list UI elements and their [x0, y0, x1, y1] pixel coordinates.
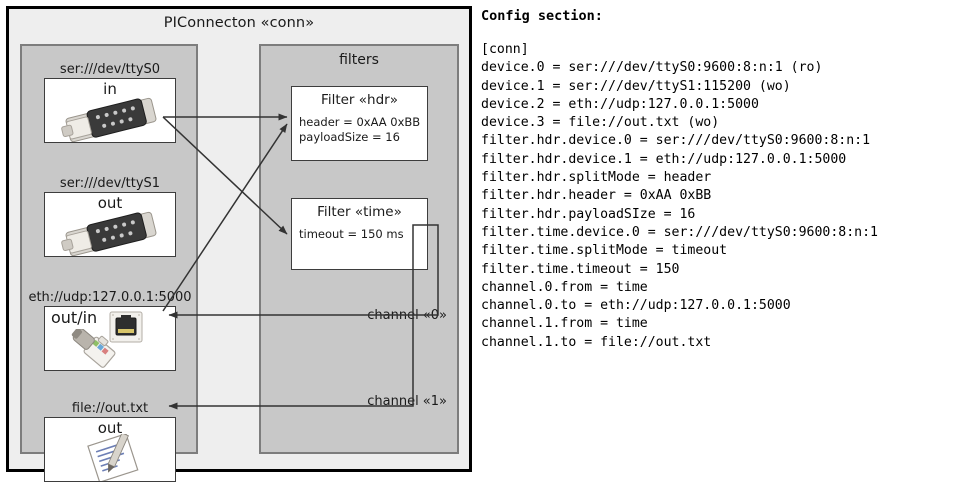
device-label: ser:///dev/ttyS0: [59, 62, 161, 77]
filter-title: Filter «hdr»: [321, 92, 398, 108]
device-label: file://out.txt: [71, 401, 149, 416]
filter-attribute: payloadSize = 16: [299, 130, 400, 144]
channel-1-label: channel «1»: [367, 394, 447, 409]
config-text: [conn] device.0 = ser:///dev/ttyS0:9600:…: [481, 42, 878, 350]
device-box[interactable]: in: [44, 78, 176, 143]
device-direction-label: in: [103, 80, 117, 98]
text-file-icon: [85, 432, 147, 481]
filter-attribute: timeout = 150 ms: [299, 227, 404, 241]
device-box[interactable]: out: [44, 417, 176, 482]
serial-port-icon: [59, 211, 163, 256]
filters-group: filters Filter «hdr» header = 0xAA 0xBB …: [259, 44, 459, 454]
filters-group-title: filters: [339, 52, 379, 68]
device-direction-label: out/in: [51, 308, 98, 327]
filter-card-hdr[interactable]: Filter «hdr» header = 0xAA 0xBB payloadS…: [291, 86, 428, 161]
config-panel: Config section: [conn] device.0 = ser://…: [481, 8, 959, 352]
device-card-file[interactable]: file://out.txt out: [44, 401, 176, 482]
filter-card-time[interactable]: Filter «time» timeout = 150 ms: [291, 198, 428, 270]
channel-0-label: channel «0»: [367, 308, 447, 323]
filter-title: Filter «time»: [317, 204, 402, 220]
device-card-ethernet[interactable]: eth://udp:127.0.0.1:5000 out/in: [28, 290, 192, 371]
device-box[interactable]: out: [44, 192, 176, 257]
serial-port-icon: [59, 97, 163, 142]
filter-attribute: header = 0xAA 0xBB: [299, 115, 421, 129]
device-label: ser:///dev/ttyS1: [59, 176, 161, 191]
device-direction-label: out: [97, 194, 123, 212]
diagram-title: PIConnecton «conn»: [163, 15, 315, 31]
device-box[interactable]: out/in: [44, 306, 176, 371]
device-label: eth://udp:127.0.0.1:5000: [28, 290, 192, 305]
devices-group: ser:///dev/ttyS0 in: [20, 44, 198, 482]
device-direction-label: out: [97, 419, 123, 437]
device-card-serial-0[interactable]: ser:///dev/ttyS0 in: [44, 62, 176, 143]
config-heading: Config section:: [481, 8, 603, 24]
ethernet-jack-icon: [105, 310, 147, 352]
device-card-serial-1[interactable]: ser:///dev/ttyS1 out: [44, 176, 176, 257]
piconnecton-diagram: PIConnecton «conn» ser:///dev/ttyS0 in: [6, 6, 472, 482]
ethernet-cable-plug-icon: [67, 328, 129, 370]
